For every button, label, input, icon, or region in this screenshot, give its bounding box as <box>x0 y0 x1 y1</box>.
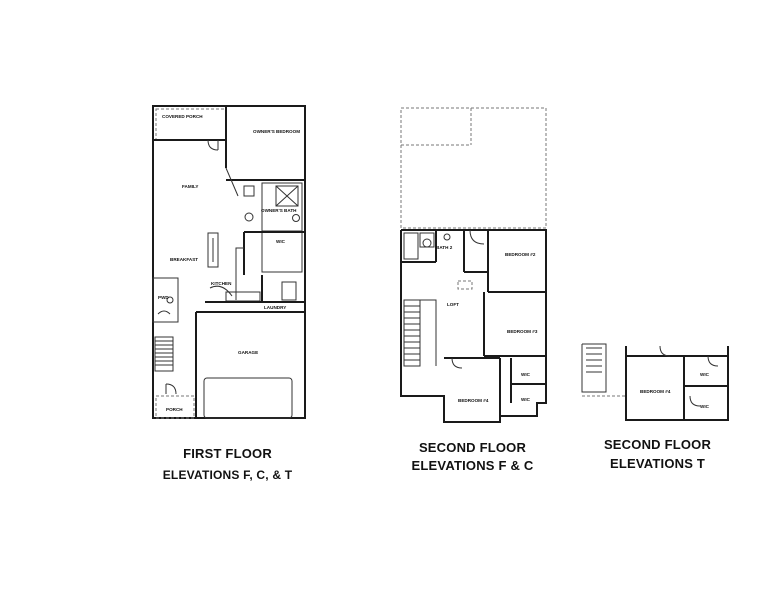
owners-bath-area <box>261 182 303 232</box>
label-wic: WIC <box>276 239 286 244</box>
second-floor-t-plan: BEDROOM #4 WIC WIC <box>581 343 729 421</box>
label-t-wic-b: WIC <box>700 404 710 409</box>
label-t-wic-a: WIC <box>700 372 710 377</box>
label-bedroom3: BEDROOM #3 <box>507 329 538 334</box>
garage-door <box>203 377 293 419</box>
label-garage: GARAGE <box>238 350 258 355</box>
label-owners-bath: OWNER'S BATH <box>261 208 297 213</box>
first-floor-subtitle: ELEVATIONS F, C, & T <box>162 468 293 482</box>
second-floor-t-outline <box>625 346 729 421</box>
wic-first-floor <box>261 231 303 273</box>
second-floor-fc-title: SECOND FLOOR <box>418 440 527 455</box>
second-floor-stairs <box>403 299 421 367</box>
label-breakfast: BREAKFAST <box>170 257 198 262</box>
second-floor-fc-outline <box>400 229 547 423</box>
second-floor-fc-plan: BATH 2 BEDROOM #2 LOFT BEDROOM #3 WIC BE… <box>400 107 547 423</box>
label-bath2: BATH 2 <box>436 245 453 250</box>
label-porch: PORCH <box>166 407 183 412</box>
first-floor-stairs <box>154 336 174 372</box>
label-covered-porch: COVERED PORCH <box>162 114 203 119</box>
label-wic-b: WIC <box>521 397 531 402</box>
label-loft: LOFT <box>447 302 459 307</box>
label-wic-a: WIC <box>521 372 531 377</box>
second-floor-t-title: SECOND FLOOR <box>603 437 712 452</box>
label-bedroom2: BEDROOM #2 <box>505 252 536 257</box>
label-pwd: PWD <box>158 295 169 300</box>
label-kitchen: KITCHEN <box>211 281 232 286</box>
label-family: FAMILY <box>182 184 198 189</box>
kitchen-island <box>207 232 219 268</box>
second-floor-fc-subtitle: ELEVATIONS F & C <box>411 458 534 473</box>
label-laundry: LAUNDRY <box>264 305 286 310</box>
second-floor-t-stairs <box>581 343 607 393</box>
second-floor-t-subtitle: ELEVATIONS T <box>609 456 706 471</box>
first-floor-outline <box>152 105 306 419</box>
first-floor-plan: COVERED PORCH OWNER'S BEDROOM FAMILY OWN… <box>152 105 306 419</box>
powder-room <box>152 277 179 323</box>
label-bedroom4: BEDROOM #4 <box>458 398 489 403</box>
roof-outline <box>400 107 547 229</box>
label-t-bedroom4: BEDROOM #4 <box>640 389 671 394</box>
first-floor-title: FIRST FLOOR <box>183 446 272 461</box>
label-owners-bedroom: OWNER'S BEDROOM <box>253 129 300 134</box>
